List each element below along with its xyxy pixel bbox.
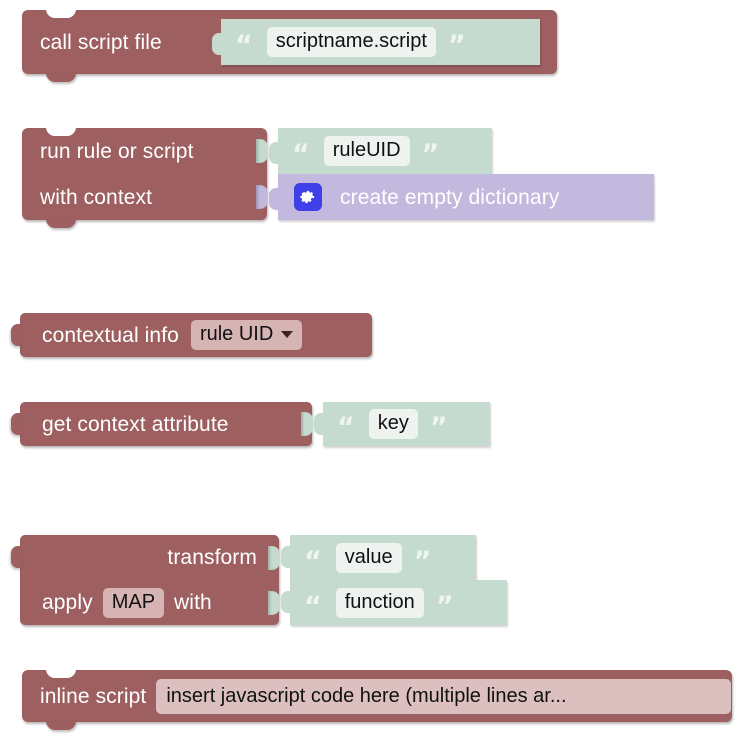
block-run-rule-or-script[interactable]: run rule or script with context “ ruleUI…: [22, 127, 654, 228]
bottom-tab: [46, 73, 76, 82]
transform-row: transform: [20, 535, 279, 580]
function-value-reporter[interactable]: “ function ”: [281, 580, 507, 625]
inline-script-row: inline script insert javascript code her…: [22, 670, 732, 722]
reporter-left-tab: [11, 546, 22, 568]
value-field[interactable]: value: [335, 542, 402, 573]
block-call-script-file[interactable]: call script file “ scriptname.script ”: [22, 9, 557, 82]
reporter-left-tab: [11, 324, 22, 346]
value-socket-2: [256, 185, 268, 209]
block-contextual-info[interactable]: contextual info rule UID: [11, 313, 372, 357]
value-left-tab: [269, 188, 280, 210]
contextual-info-dropdown[interactable]: rule UID: [190, 320, 303, 350]
apply-map-field[interactable]: MAP: [102, 587, 165, 618]
apply-row: apply MAP with: [20, 580, 279, 625]
value-left-tab: [212, 33, 223, 55]
value-left-tab: [269, 142, 280, 164]
block-get-context-attribute[interactable]: get context attribute “ key ”: [11, 402, 490, 446]
bottom-tab: [46, 219, 76, 228]
value-socket-1: [268, 546, 280, 570]
with-context-row: with context: [22, 174, 267, 220]
value-left-tab: [281, 591, 292, 613]
create-empty-dictionary-label: create empty dictionary: [340, 185, 560, 209]
top-notch: [46, 127, 76, 136]
value-value-reporter[interactable]: “ value ”: [281, 535, 476, 580]
scriptname-value-reporter[interactable]: “ scriptname.script ”: [212, 19, 540, 65]
call-script-file-body[interactable]: call script file “ scriptname.script ”: [22, 9, 557, 82]
contextual-info-dropdown-value: rule UID: [199, 323, 274, 345]
gear-icon[interactable]: [294, 183, 322, 211]
inline-script-body[interactable]: inline script insert javascript code her…: [22, 669, 732, 730]
transform-label: transform: [167, 546, 257, 569]
inline-script-code-field[interactable]: insert javascript code here (multiple li…: [156, 678, 732, 714]
call-script-file-label: call script file: [40, 30, 162, 54]
function-field[interactable]: function: [335, 587, 424, 618]
value-left-tab: [281, 546, 292, 568]
scriptname-field[interactable]: scriptname.script: [266, 27, 436, 57]
key-value-reporter[interactable]: “ key ”: [314, 402, 490, 446]
contextual-info-label: contextual info: [42, 323, 179, 347]
with-context-label: with context: [40, 185, 153, 209]
get-context-attribute-row: get context attribute: [20, 402, 312, 446]
call-script-file-row: call script file: [22, 10, 557, 74]
get-context-attribute-label: get context attribute: [42, 412, 229, 436]
value-left-tab: [314, 413, 325, 435]
block-inline-script[interactable]: inline script insert javascript code her…: [22, 669, 732, 730]
apply-label-after: with: [174, 591, 212, 614]
chevron-down-icon: [281, 331, 294, 338]
apply-label-before: apply: [42, 591, 93, 614]
run-rule-label: run rule or script: [40, 139, 194, 163]
contextual-info-body[interactable]: contextual info rule UID: [11, 313, 372, 357]
ruleuid-value-reporter[interactable]: “ ruleUID ”: [269, 128, 492, 174]
run-rule-or-script-body[interactable]: run rule or script with context: [22, 127, 268, 228]
ruleuid-field[interactable]: ruleUID: [323, 136, 410, 166]
transform-apply-body[interactable]: transform apply MAP with: [11, 535, 280, 625]
value-socket: [301, 412, 313, 436]
block-transform-apply[interactable]: transform apply MAP with “ value ” “ fun…: [11, 535, 507, 625]
run-rule-row: run rule or script: [22, 128, 267, 174]
inline-script-label: inline script: [40, 684, 147, 708]
create-empty-dictionary-reporter[interactable]: create empty dictionary: [269, 174, 654, 220]
get-context-attribute-body[interactable]: get context attribute: [11, 402, 313, 446]
reporter-left-tab: [11, 413, 22, 435]
value-socket-1: [256, 139, 268, 163]
key-field[interactable]: key: [368, 409, 418, 439]
top-notch: [46, 9, 76, 18]
bottom-tab: [46, 721, 76, 730]
contextual-info-row: contextual info rule UID: [20, 313, 372, 357]
value-socket-2: [268, 591, 280, 615]
top-notch: [46, 669, 76, 678]
